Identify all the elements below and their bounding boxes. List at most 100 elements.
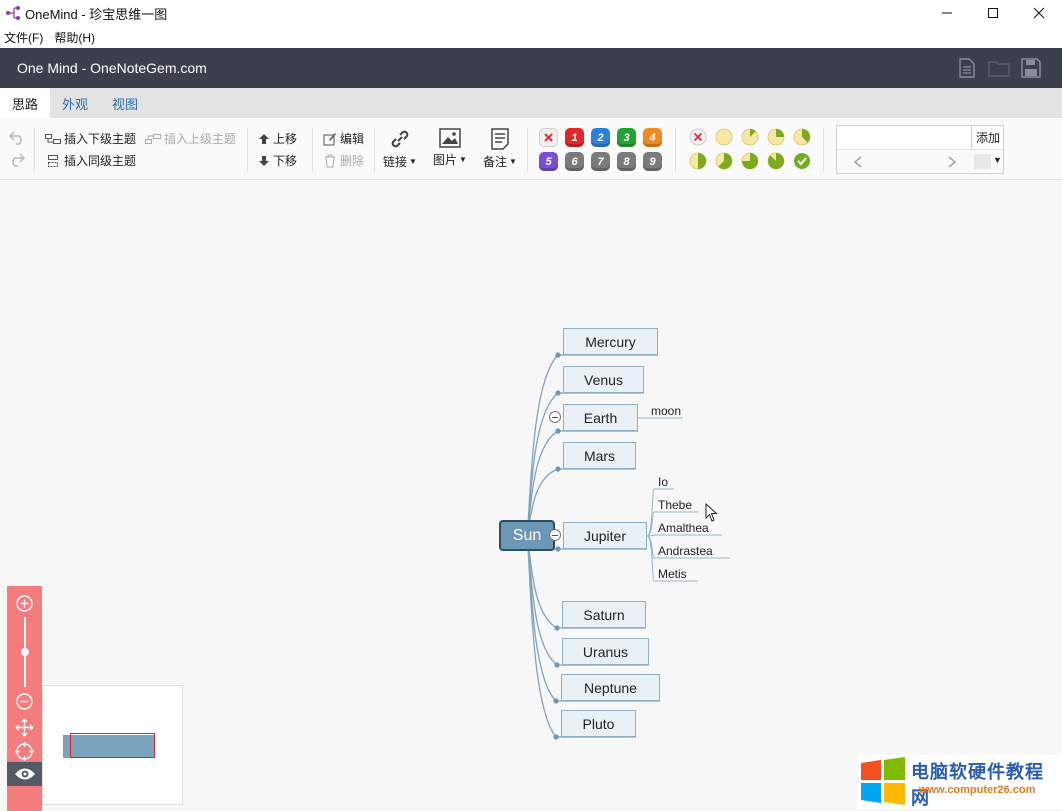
window-controls (924, 0, 1062, 26)
ribbon-tabs: 思路 外观 视图 (0, 88, 1062, 118)
progress-3-8-icon[interactable] (793, 128, 811, 146)
undo-icon[interactable] (8, 130, 26, 146)
image-button[interactable]: 图片▼ (430, 128, 470, 172)
menu-file[interactable]: 文件(F) (4, 30, 44, 45)
insert-child-topic-button[interactable]: 插入下级主题 (45, 130, 136, 147)
priority-3-icon[interactable]: 3 (617, 128, 636, 147)
topic-node-mars[interactable]: Mars (563, 442, 636, 469)
link-icon (391, 130, 409, 148)
move-up-button[interactable]: 上移 (258, 130, 297, 147)
mindmap-connectors (526, 352, 730, 740)
priority-9-icon[interactable]: 9 (643, 152, 662, 171)
move-down-button[interactable]: 下移 (258, 152, 297, 169)
insert-sibling-topic-button[interactable]: 插入同级主题 (45, 152, 136, 169)
watermark: 电脑软硬件教程网 www.computer26.com (857, 755, 1062, 809)
topic-node-pluto[interactable]: Pluto (561, 710, 636, 737)
insert-parent-icon (145, 133, 161, 144)
progress-done-icon[interactable] (793, 152, 811, 170)
progress-1-4-icon[interactable] (767, 128, 785, 146)
topic-node-venus[interactable]: Venus (563, 366, 644, 393)
note-icon (491, 128, 509, 150)
zoom-in-icon[interactable] (15, 594, 34, 613)
chevron-left-icon[interactable] (853, 156, 863, 168)
topic-node-saturn[interactable]: Saturn (562, 601, 646, 628)
minimap-viewport[interactable] (70, 733, 155, 758)
add-button[interactable]: 添加 (971, 126, 1004, 149)
insert-child-label: 插入下级主题 (64, 132, 137, 146)
topic-node-earth[interactable]: Earth (563, 404, 638, 431)
link-button[interactable]: 链接▼ (380, 128, 420, 172)
maximize-button[interactable] (970, 0, 1016, 26)
close-button[interactable] (1016, 0, 1062, 26)
center-target-icon[interactable] (15, 742, 34, 761)
insert-sibling-label: 插入同级主题 (64, 154, 137, 168)
edit-button[interactable]: 编辑 (323, 130, 364, 147)
watermark-url: www.computer26.com (919, 784, 1036, 796)
watermark-title: 电脑软硬件教程网 (911, 762, 1044, 808)
collapse-toggle-earth[interactable] (549, 411, 561, 423)
window-title: OneMind - 珍宝思维一图 (25, 6, 168, 22)
minimap[interactable] (42, 685, 183, 805)
progress-7-8-icon[interactable] (767, 152, 785, 170)
note-label: 备注 (483, 155, 508, 169)
topic-node-mercury[interactable]: Mercury (563, 328, 658, 355)
tag-input[interactable] (838, 127, 970, 147)
collapse-toggle-jupiter[interactable] (549, 529, 561, 541)
priority-2-icon[interactable]: 2 (591, 128, 610, 147)
toggle-minimap-button[interactable] (7, 762, 42, 786)
topic-node-uranus[interactable]: Uranus (562, 638, 649, 665)
remove-priority-icon[interactable] (539, 128, 558, 147)
chevron-right-icon[interactable] (947, 156, 957, 168)
priority-8-icon[interactable]: 8 (617, 152, 636, 171)
zoom-out-icon[interactable] (15, 692, 34, 711)
leaf-node-io[interactable]: Io (658, 475, 669, 489)
note-button[interactable]: 备注▼ (480, 128, 520, 172)
tab-appearance[interactable]: 外观 (62, 96, 89, 112)
delete-button[interactable]: 删除 (323, 152, 364, 169)
tab-ideas[interactable]: 思路 (0, 88, 51, 118)
priority-7-icon[interactable]: 7 (591, 152, 610, 171)
priority-4-icon[interactable]: 4 (643, 128, 662, 147)
app-header: One Mind - OneNoteGem.com (0, 48, 1062, 88)
open-folder-icon (988, 61, 1010, 77)
tag-scroll-row: ▼ (837, 149, 1003, 173)
move-up-label: 上移 (273, 132, 298, 146)
arrow-up-icon (259, 133, 269, 144)
zoom-slider-thumb[interactable] (21, 648, 29, 656)
leaf-node-thebe[interactable]: Thebe (658, 498, 693, 512)
topic-node-jupiter[interactable]: Jupiter (563, 522, 647, 549)
progress-3-4-icon[interactable] (741, 152, 759, 170)
leaf-node-andrastea[interactable]: Andrastea (658, 544, 713, 558)
topic-node-neptune[interactable]: Neptune (561, 674, 660, 701)
tag-add-box: 添加 ▼ (836, 125, 1004, 174)
new-file-button[interactable] (956, 57, 978, 79)
leaf-node-moon[interactable]: moon (651, 404, 682, 418)
progress-0-icon[interactable] (715, 128, 733, 146)
progress-1-8-icon[interactable] (741, 128, 759, 146)
central-topic-node[interactable]: Sun (499, 520, 555, 551)
remove-progress-icon[interactable] (689, 128, 707, 146)
priority-5-icon[interactable]: 5 (539, 152, 558, 171)
tab-view[interactable]: 视图 (112, 96, 139, 112)
chevron-down-icon: ▼ (509, 157, 517, 166)
scroll-thumb[interactable] (974, 154, 991, 169)
edit-icon (323, 132, 336, 145)
priority-6-icon[interactable]: 6 (565, 152, 584, 171)
leaf-node-amalthea[interactable]: Amalthea (658, 521, 709, 535)
minimize-button[interactable] (924, 0, 970, 26)
insert-parent-topic-button[interactable]: 插入上级主题 (145, 130, 236, 147)
progress-1-2-icon[interactable] (689, 152, 707, 170)
leaf-node-metis[interactable]: Metis (658, 567, 687, 581)
menu-help[interactable]: 帮助(H) (54, 30, 95, 45)
priority-1-icon[interactable]: 1 (565, 128, 584, 147)
move-icon[interactable] (15, 718, 34, 737)
redo-icon[interactable] (8, 152, 26, 168)
dropdown-arrow-icon[interactable]: ▼ (993, 155, 1002, 165)
save-button[interactable] (1020, 57, 1042, 79)
onemind-logo-icon (6, 6, 20, 20)
minimap-content (63, 735, 154, 758)
open-folder-button[interactable] (988, 57, 1010, 79)
progress-5-8-icon[interactable] (715, 152, 733, 170)
chevron-down-icon: ▼ (459, 155, 467, 164)
